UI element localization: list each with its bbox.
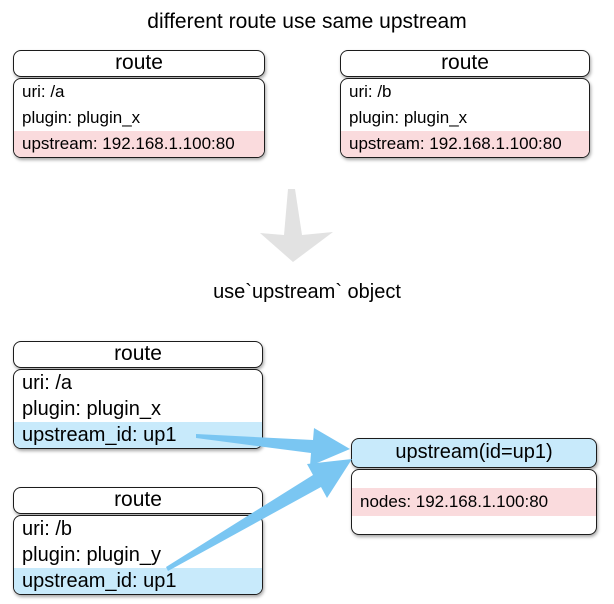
route-box-top-a: route uri: /a plugin: plugin_x upstream:… <box>13 50 265 158</box>
field-row-uri: uri: /a <box>22 82 65 101</box>
field-row-upstream-id-highlighted: upstream_id: up1 <box>14 568 262 594</box>
field-row-nodes-highlighted: nodes: 192.168.1.100:80 <box>352 488 596 516</box>
field-row-uri: uri: /a <box>22 372 73 394</box>
field-row-upstream-id-highlighted: upstream_id: up1 <box>14 422 262 448</box>
route-box-top-b-header: route <box>340 50 590 77</box>
field-row-plugin: plugin: plugin_y <box>22 544 161 566</box>
route-box-bottom-b-body: uri: /b plugin: plugin_y upstream_id: up… <box>13 515 263 595</box>
field-row-plugin: plugin: plugin_x <box>22 108 141 127</box>
upstream-object-body: nodes: 192.168.1.100:80 <box>351 469 597 535</box>
route-box-top-b: route uri: /b plugin: plugin_x upstream:… <box>340 50 590 158</box>
route-box-top-a-body: uri: /a plugin: plugin_x upstream: 192.1… <box>13 78 265 158</box>
upstream-object-header: upstream(id=up1) <box>351 438 597 468</box>
field-row-upstream-highlighted: upstream: 192.168.1.100:80 <box>341 131 589 157</box>
route-box-bottom-b-header: route <box>13 487 263 514</box>
upstream-object-box: upstream(id=up1) nodes: 192.168.1.100:80 <box>351 438 597 535</box>
bottom-section-title: use`upstream` object <box>213 281 401 303</box>
field-row-uri: uri: /b <box>22 518 73 540</box>
route-box-bottom-a-header: route <box>13 341 263 368</box>
route-box-top-a-header: route <box>13 50 265 77</box>
field-row-plugin: plugin: plugin_x <box>22 398 161 420</box>
field-row-upstream-highlighted: upstream: 192.168.1.100:80 <box>14 131 264 157</box>
route-box-bottom-b: route uri: /b plugin: plugin_y upstream_… <box>13 487 263 595</box>
route-box-top-b-body: uri: /b plugin: plugin_x upstream: 192.1… <box>340 78 590 158</box>
transform-down-arrow-icon <box>260 189 333 262</box>
route-box-bottom-a: route uri: /a plugin: plugin_x upstream_… <box>13 341 263 449</box>
field-row-uri: uri: /b <box>349 82 392 101</box>
top-section-title: different route use same upstream <box>147 10 467 33</box>
route-box-bottom-a-body: uri: /a plugin: plugin_x upstream_id: up… <box>13 369 263 449</box>
field-row-plugin: plugin: plugin_x <box>349 108 468 127</box>
